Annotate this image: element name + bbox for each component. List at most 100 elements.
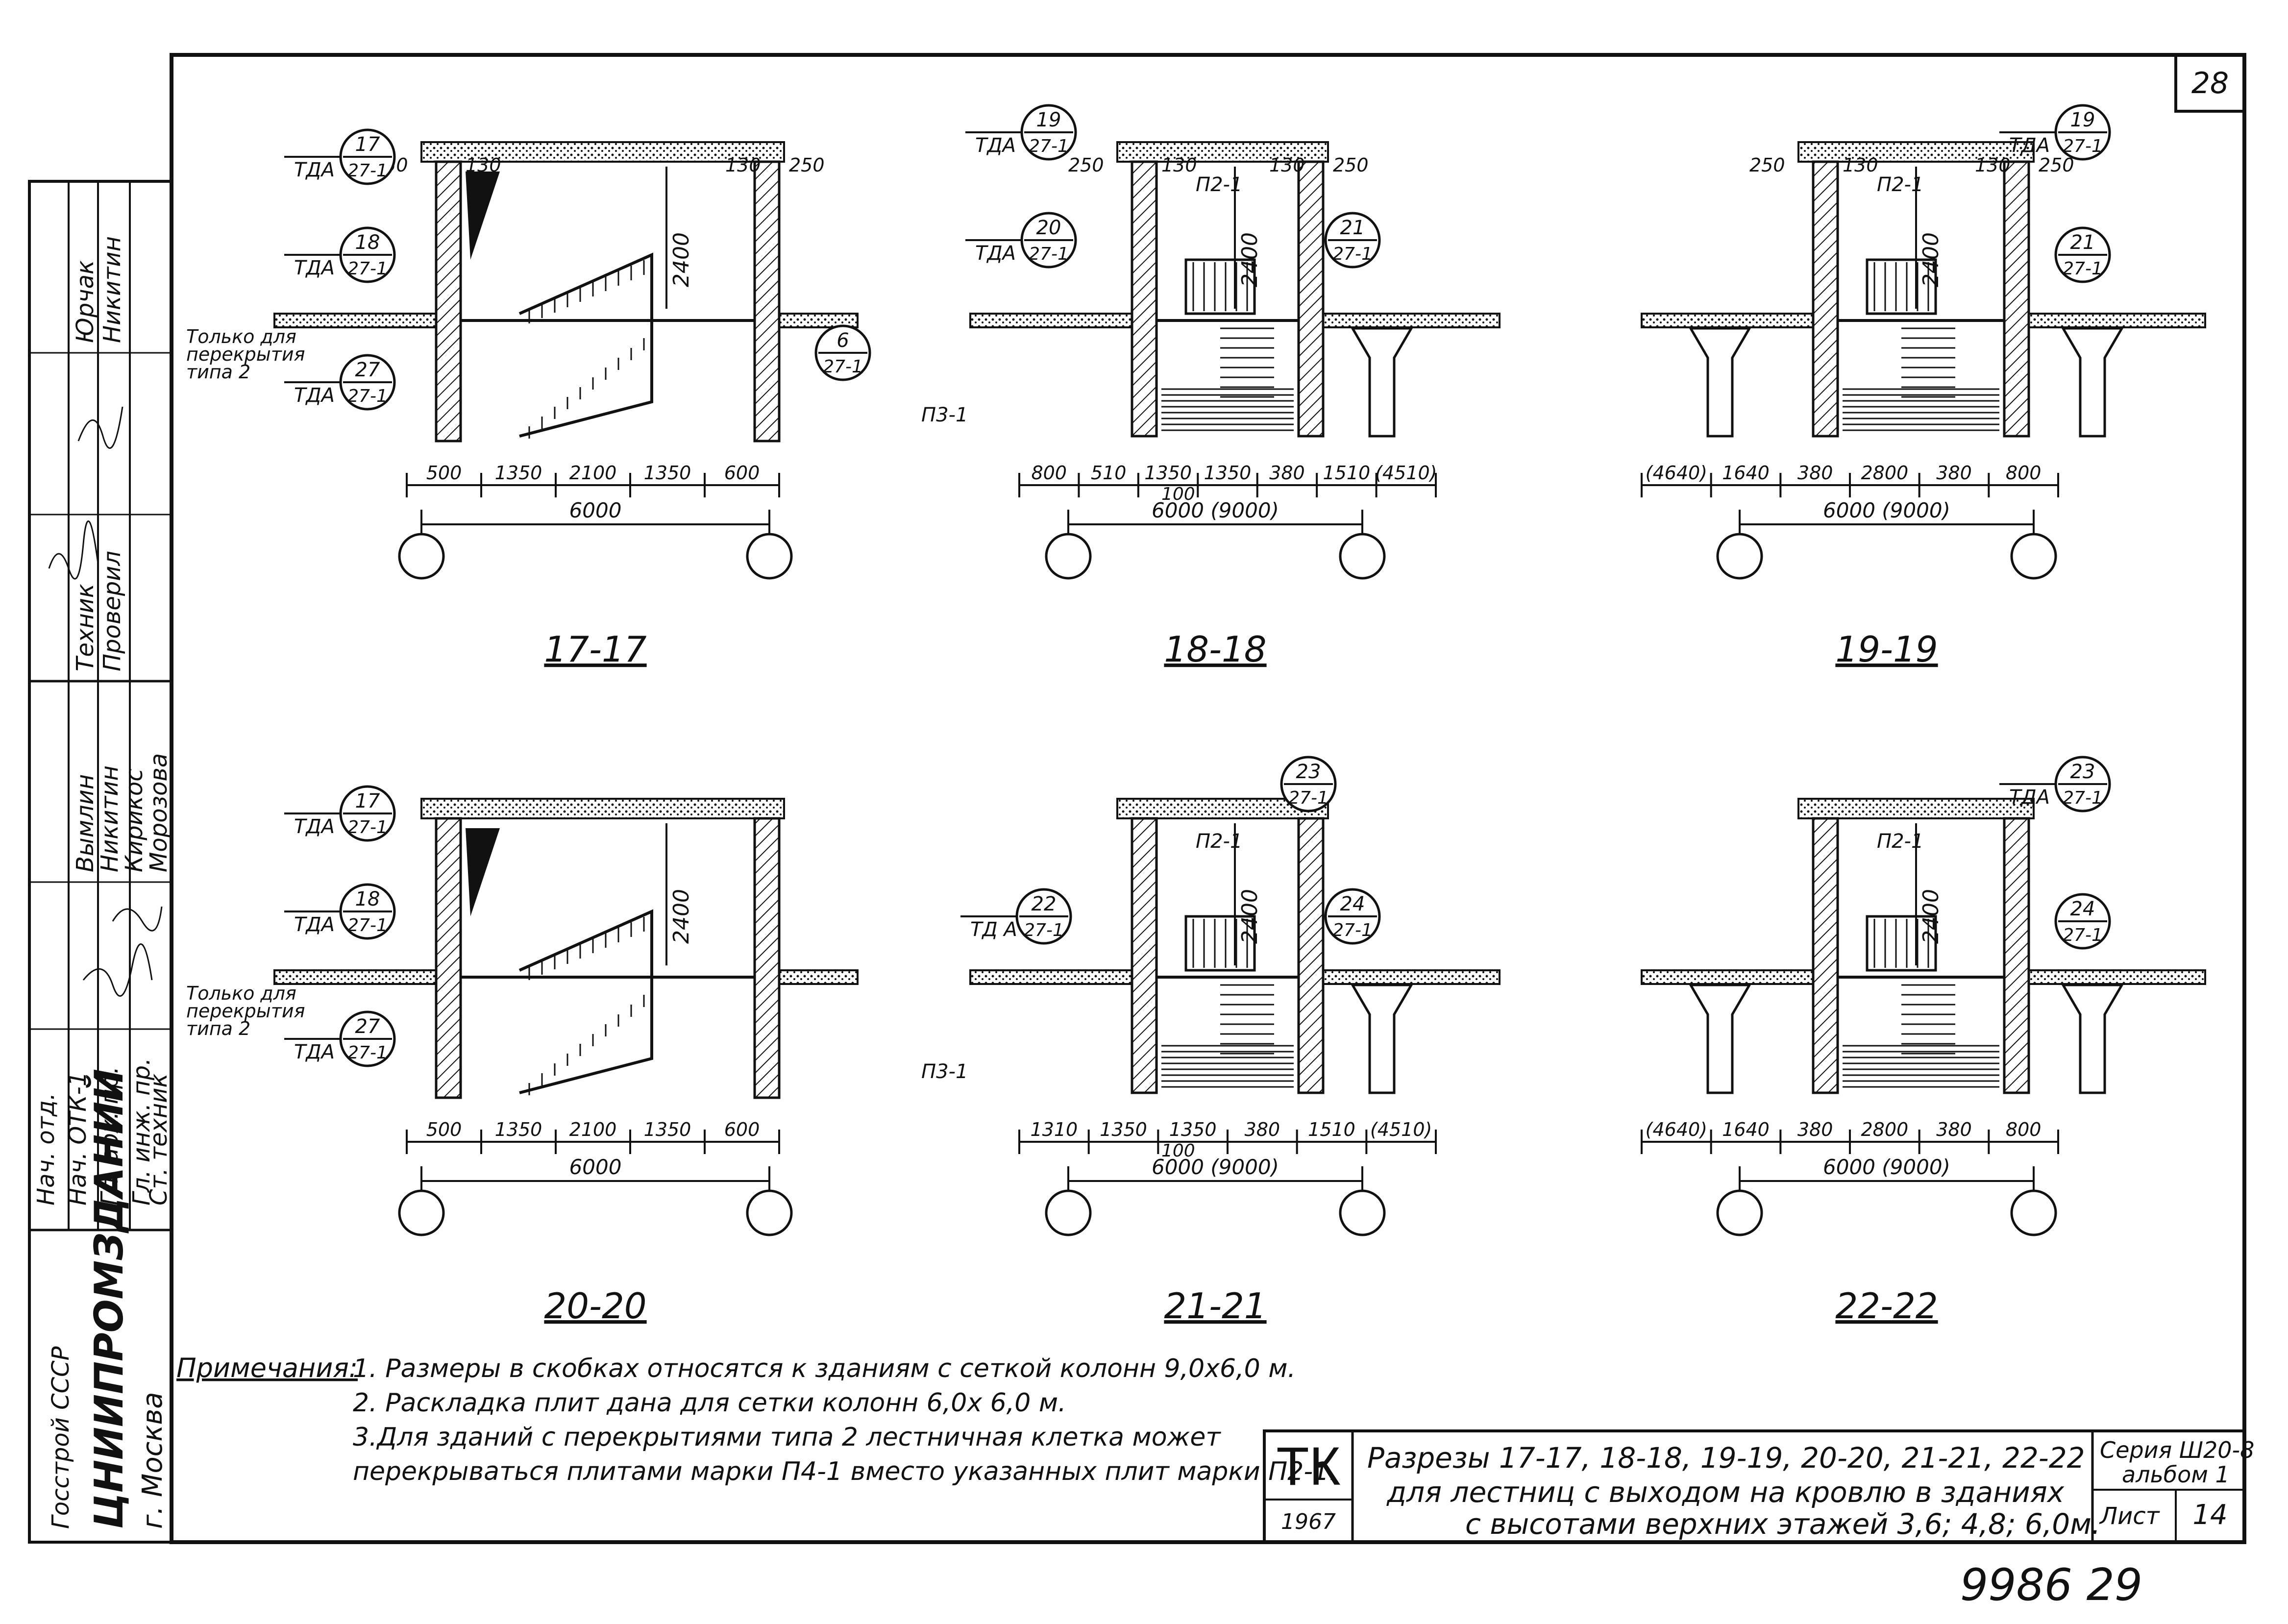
callout-bubble: 6 27-1 [814, 324, 871, 381]
note-line: Только для [186, 326, 296, 347]
wall-right [1297, 160, 1325, 438]
extra-dim: 100 [1161, 1141, 1195, 1161]
bubble-label: ТДА [294, 159, 335, 181]
dim-value: 2100 [569, 1119, 617, 1140]
side-dim: 250 [789, 154, 825, 176]
axis-circle [1339, 1189, 1386, 1236]
bubble-bottom: 27-1 [1029, 136, 1069, 156]
bubble-label: ТДА [2009, 134, 2050, 157]
bubble-bottom: 27-1 [347, 386, 388, 406]
role-st-tehnik: Ст. техник [145, 1074, 172, 1206]
note-1: 1. Размеры в скобках относятся к зданиям… [353, 1354, 1296, 1383]
name-kirikos: Кирикос [121, 768, 148, 872]
roof-slab [1797, 798, 2035, 819]
name-morozova: Морозова [145, 753, 172, 872]
bubble-top: 27 [355, 359, 380, 381]
dim-value: 1350 [644, 1119, 691, 1140]
bubble-top: 19 [2070, 109, 2095, 131]
role-nach-otd: Нач. отд. [32, 1093, 60, 1206]
axis-circle [1045, 1189, 1092, 1236]
panel-label: П2-1 [1196, 830, 1242, 853]
side-dim: 250 [2039, 154, 2074, 176]
note-line: типа 2 [186, 361, 250, 383]
panel-label: П3-1 [921, 404, 968, 426]
bubble-top: 24 [1340, 893, 1365, 915]
bubble-top: 20 [1036, 217, 1061, 239]
radiator [1866, 258, 1937, 315]
bubble-bottom: 27-1 [823, 357, 863, 377]
floor-slab-left [1641, 969, 1814, 985]
column-beam [2061, 984, 2124, 1094]
axis-circle [1045, 533, 1092, 580]
floor-slab-left [1641, 313, 1814, 328]
wall-right [753, 160, 781, 443]
name-vymlin: Вымлин [72, 774, 99, 872]
radiator [1866, 915, 1937, 972]
signature-1 [48, 520, 99, 580]
dim-value: 1350 [1100, 1119, 1147, 1140]
bubble-top: 18 [355, 888, 380, 910]
panel-label: П3-1 [921, 1060, 968, 1083]
dim-value: 600 [724, 1119, 760, 1140]
column-beam [1350, 327, 1414, 438]
bubble-bottom: 27-1 [347, 915, 388, 935]
bubble-bottom: 27-1 [1332, 244, 1373, 264]
bubble-bottom: 27-1 [347, 161, 388, 181]
note-2: 2. Раскладка плит дана для сетки колонн … [353, 1388, 1066, 1418]
wall-left [1131, 817, 1158, 1094]
side-dim: 250 [1068, 154, 1104, 176]
series-line-2: альбом 1 [2122, 1461, 2230, 1488]
dim-value: 800 [2006, 462, 2042, 484]
org-gosstroy: Госстрой СССР [47, 1346, 74, 1529]
note-line: перекрытия [186, 1000, 305, 1022]
floor-slab-right [1322, 969, 1501, 985]
year: 1967 [1281, 1509, 1336, 1534]
light-wedge [466, 828, 500, 916]
note-line: типа 2 [186, 1018, 250, 1039]
wall-left [1131, 160, 1158, 438]
section-title: 18-18 [1164, 629, 1266, 670]
bubble-top: 6 [836, 329, 849, 352]
dim-value: 1310 [1030, 1119, 1078, 1140]
bubble-bottom: 27-1 [1029, 244, 1069, 264]
name-nikitin: Никитин [96, 765, 123, 872]
dim-value: 380 [1269, 462, 1305, 484]
lower-fill [1161, 1044, 1294, 1088]
wall-right [2003, 817, 2030, 1094]
callout-bubble: 27 27-1 ТДА [284, 354, 396, 411]
floor-slab-left [969, 969, 1133, 985]
bubble-top: 22 [1032, 893, 1057, 915]
dim-value: 2100 [569, 462, 617, 484]
radiator [1184, 258, 1256, 315]
roof-slab [1797, 141, 2035, 163]
bubble-label: ТДА [294, 384, 335, 407]
side-dim: 250 [1333, 154, 1369, 176]
dim-value: 2800 [1861, 462, 1908, 484]
bubble-label: ТДА [294, 815, 335, 838]
floor-slab-right [778, 969, 859, 985]
role-tehnik: Техник [72, 584, 99, 671]
title-block: ТК 1967 Разрезы 17-17, 18-18, 19-19, 20-… [1263, 1429, 2254, 1544]
title-line-1: Разрезы 17-17, 18-18, 19-19, 20-20, 21-2… [1367, 1441, 2085, 1475]
bottom-number: 9986 29 [1960, 1559, 2142, 1611]
note-line: Только для [186, 983, 296, 1004]
total-dim: 6000 [569, 1155, 622, 1179]
total-dim: 6000 (9000) [1152, 498, 1279, 522]
dim-value: (4640) [1646, 1119, 1707, 1140]
dim-value: 1350 [1169, 1119, 1217, 1140]
section-title: 21-21 [1164, 1285, 1266, 1327]
floor-slab-left [969, 313, 1133, 328]
axis-circle [2010, 533, 2057, 580]
side-dim: 130 [1161, 154, 1197, 176]
roof-slab [420, 141, 785, 163]
axis-circle [2010, 1189, 2057, 1236]
dim-value: 380 [1936, 462, 1972, 484]
tk-mark: ТК [1276, 1436, 1340, 1497]
section-17-17: 2400250130130250Только дляперекрытиятипа… [186, 128, 871, 670]
bubble-bottom: 27-1 [347, 1043, 388, 1063]
wall-left [1812, 817, 1839, 1094]
floor-slab-right [2028, 313, 2206, 328]
